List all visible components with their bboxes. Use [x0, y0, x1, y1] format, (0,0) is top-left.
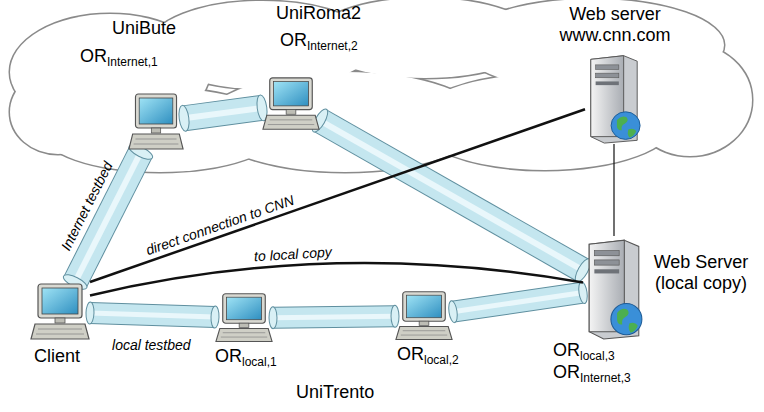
node-label: UniBute — [112, 18, 176, 39]
node-text: UniRoma2 — [276, 3, 361, 23]
tube-end — [178, 105, 191, 132]
tunnel-tube — [309, 107, 593, 284]
subscript-text: Internet,1 — [107, 55, 158, 69]
tube-outline — [90, 313, 215, 317]
tunnel-tube — [269, 305, 399, 328]
tunnel-tube — [447, 281, 588, 323]
node-label: ORlocal,2 — [397, 344, 459, 367]
node-label: ORInternet,3 — [553, 362, 631, 385]
tube-body — [453, 293, 583, 312]
tube-body — [273, 316, 395, 317]
server-icon — [583, 236, 645, 340]
node-text: OR — [80, 46, 107, 66]
tube-outline — [184, 108, 262, 118]
node-text: Web Server (local copy) — [654, 252, 749, 293]
node-text: OR — [397, 344, 424, 364]
node-text: Web server www.cnn.com — [559, 4, 670, 45]
edge-label: to local copy — [254, 244, 333, 265]
tube-end — [577, 281, 588, 304]
server-node: Web Server (local copy)ORlocal,3ORIntern… — [583, 236, 645, 340]
server-node: Web server www.cnn.com — [585, 52, 643, 144]
computer-icon — [30, 282, 90, 342]
site-label: UniTrento — [296, 382, 374, 403]
node-label: ORlocal,1 — [215, 346, 277, 369]
tube-outline — [453, 293, 583, 312]
subscript-text: local,2 — [424, 353, 459, 367]
node-text: OR — [553, 340, 580, 360]
subscript-text: local,3 — [580, 349, 615, 363]
computer-icon — [262, 76, 320, 132]
subscript-text: local,1 — [242, 355, 277, 369]
computer-icon — [128, 92, 184, 152]
subscript-text: Internet,3 — [580, 371, 631, 385]
tunnel-tube — [178, 94, 269, 131]
tube-outline — [273, 316, 395, 317]
subscript-text: Internet,2 — [307, 39, 358, 53]
tube-shine — [184, 108, 262, 118]
node-label: Client — [34, 346, 80, 367]
edge-label: local testbed — [112, 337, 191, 353]
node-label: ORlocal,3 — [553, 340, 615, 363]
tube-outline — [320, 121, 583, 271]
tube-shine — [273, 316, 395, 317]
computer-icon — [215, 292, 273, 344]
node-label: Web server www.cnn.com — [555, 4, 675, 46]
tube-end — [269, 307, 277, 329]
node-text: Client — [34, 346, 80, 366]
computer-node: Client — [30, 282, 90, 342]
node-label: ORInternet,1 — [80, 46, 158, 69]
node-text: OR — [215, 346, 242, 366]
node-label: ORInternet,2 — [280, 30, 358, 53]
tube-shine — [320, 121, 583, 271]
tube-end — [447, 300, 458, 323]
line-stroke — [90, 109, 585, 282]
computer-node: UniRoma2ORInternet,2 — [262, 76, 320, 132]
line-stroke — [90, 263, 583, 295]
tube-end — [391, 305, 399, 327]
computer-icon — [395, 290, 453, 342]
node-label: Web Server (local copy) — [647, 252, 755, 294]
connection-line — [90, 109, 585, 282]
tube-end — [211, 306, 220, 328]
connection-line — [614, 144, 615, 236]
tube-shine — [90, 313, 215, 317]
node-text: UniBute — [112, 18, 176, 38]
tube-body — [184, 108, 262, 118]
connection-line — [90, 263, 583, 295]
node-text: OR — [280, 30, 307, 50]
tube-body — [320, 121, 583, 271]
node-text: OR — [553, 362, 580, 382]
computer-node: ORlocal,2 — [395, 290, 453, 342]
tube-shine — [453, 293, 583, 312]
tunnel-tube — [86, 302, 220, 328]
computer-node: ORlocal,1 — [215, 292, 273, 344]
node-label: UniRoma2 — [276, 3, 361, 24]
server-icon — [585, 52, 643, 144]
tube-end — [86, 302, 95, 324]
line-stroke — [613, 144, 614, 236]
tube-body — [90, 313, 215, 317]
computer-node: UniButeORInternet,1 — [128, 92, 184, 152]
